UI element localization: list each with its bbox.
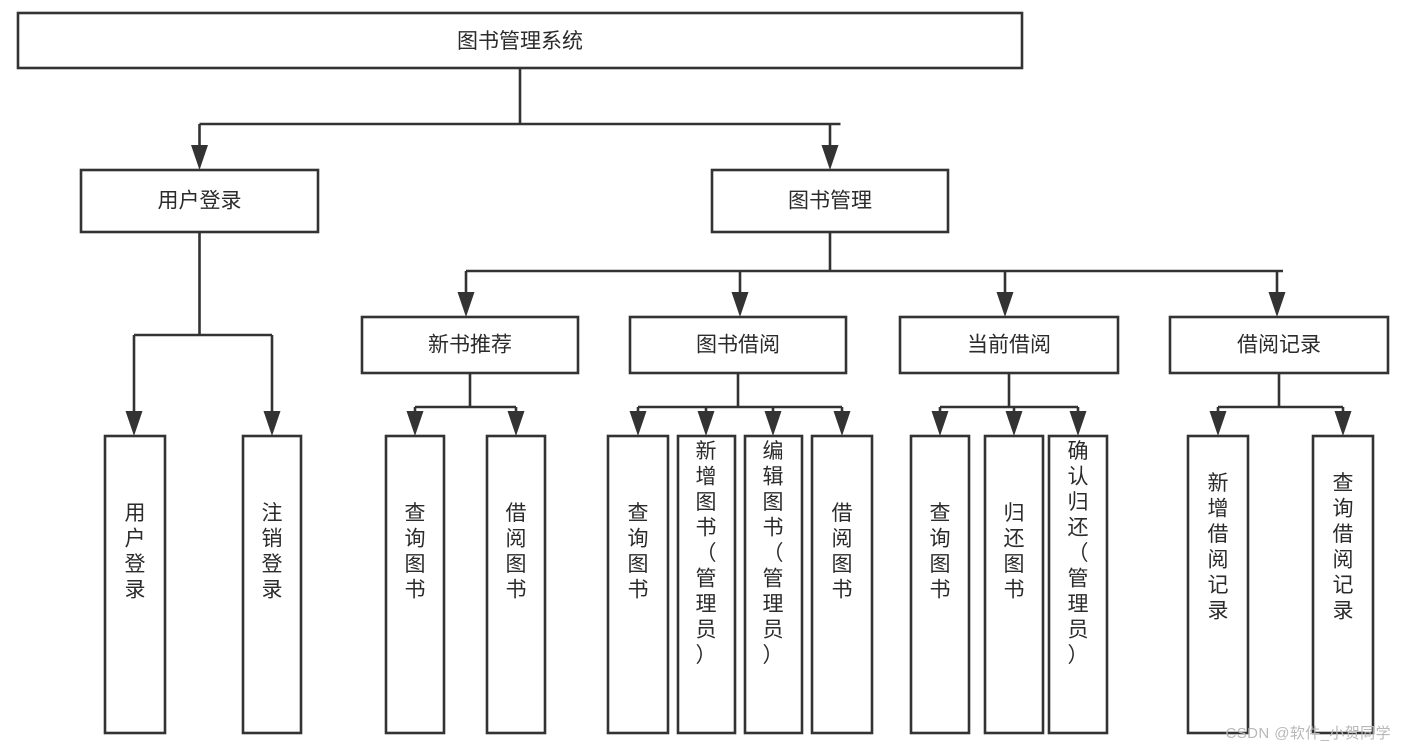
node-leaf-record-add[interactable]: 新增借阅记录: [1186, 434, 1250, 735]
arrow-head-record-to-leaf2: [1334, 411, 1352, 436]
node-leaf-new-query-book[interactable]: 查询图书: [384, 434, 446, 735]
arrow-head-user-to-leaf2: [263, 411, 281, 436]
node-leaf-user-logout-label: 注销登录: [262, 502, 283, 602]
node-leaf-borrow-lend-book-box[interactable]: [810, 434, 874, 735]
node-leaf-current-return-book[interactable]: 归还图书: [983, 434, 1045, 735]
arrow-head-book-to-current: [996, 292, 1014, 317]
arrow-head-book-to-borrow: [731, 292, 749, 317]
node-book-borrow-label: 图书借阅: [696, 334, 780, 357]
arrow-head-record-to-leaf1: [1209, 411, 1227, 436]
arrow-head-root-to-book: [821, 145, 839, 170]
arrow-head-borrow-to-leaf4: [833, 411, 851, 436]
node-root-label: 图书管理系统: [457, 30, 583, 53]
arrow-head-current-to-leaf3: [1069, 411, 1087, 436]
node-root-box[interactable]: [16, 11, 1024, 70]
node-user-login-module[interactable]: 用户登录: [79, 168, 320, 234]
node-root[interactable]: 图书管理系统: [16, 11, 1024, 70]
node-leaf-borrow-edit-book[interactable]: 编辑图书（管理员）: [743, 434, 804, 735]
node-book-borrow-box[interactable]: [628, 315, 848, 375]
node-leaf-borrow-query-book[interactable]: 查询图书: [606, 434, 670, 735]
node-leaf-current-query-book-label: 查询图书: [930, 502, 951, 602]
node-leaf-record-query-box[interactable]: [1311, 434, 1375, 735]
node-leaf-record-add-box[interactable]: [1186, 434, 1250, 735]
node-leaf-record-add-label: 新增借阅记录: [1208, 472, 1229, 623]
connector-layer: [125, 68, 1352, 436]
node-borrow-record-label: 借阅记录: [1237, 334, 1321, 357]
node-leaf-current-confirm-return[interactable]: 确认归还（管理员）: [1047, 434, 1109, 735]
node-leaf-current-confirm-return-label: 确认归还（管理员）: [1068, 440, 1089, 667]
node-leaf-current-confirm-return-box[interactable]: [1047, 434, 1109, 735]
arrow-head-current-to-leaf2: [1005, 411, 1023, 436]
node-current-borrow-label: 当前借阅: [967, 334, 1051, 357]
node-leaf-new-borrow-book-box[interactable]: [485, 434, 547, 735]
node-user-login-module-box[interactable]: [79, 168, 320, 234]
node-layer: 图书管理系统 用户登录 图书管理 新书推荐 图书借阅 当前借阅 借阅记录: [16, 11, 1390, 735]
node-leaf-user-login-box[interactable]: [103, 434, 167, 735]
node-leaf-borrow-add-book-label: 新增图书（管理员）: [696, 440, 717, 667]
node-current-borrow-box[interactable]: [898, 315, 1120, 375]
node-new-book-recommend-label: 新书推荐: [428, 334, 512, 357]
node-current-borrow[interactable]: 当前借阅: [898, 315, 1120, 375]
node-leaf-current-return-book-label: 归还图书: [1004, 502, 1025, 602]
node-new-book-recommend-box[interactable]: [360, 315, 580, 375]
node-book-management-module-label: 图书管理: [788, 190, 872, 213]
node-leaf-borrow-query-book-box[interactable]: [606, 434, 670, 735]
arrow-head-book-to-new: [457, 292, 475, 317]
arrow-head-root-to-user: [191, 145, 208, 170]
node-book-management-module[interactable]: 图书管理: [710, 168, 950, 234]
arrow-head-borrow-to-leaf1: [629, 411, 647, 436]
node-leaf-user-logout[interactable]: 注销登录: [241, 434, 303, 735]
node-user-login-module-label: 用户登录: [158, 190, 242, 213]
node-new-book-recommend[interactable]: 新书推荐: [360, 315, 580, 375]
arrow-head-current-to-leaf1: [931, 411, 949, 436]
node-leaf-borrow-query-book-label: 查询图书: [628, 502, 649, 602]
arrow-head-borrow-to-leaf3: [764, 411, 782, 436]
node-leaf-user-logout-box[interactable]: [241, 434, 303, 735]
arrow-head-new-to-leaf1: [406, 411, 424, 436]
node-leaf-borrow-add-book[interactable]: 新增图书（管理员）: [676, 434, 737, 735]
arrow-head-book-to-record: [1268, 292, 1286, 317]
arrow-head-borrow-to-leaf2: [697, 411, 715, 436]
node-leaf-new-borrow-book[interactable]: 借阅图书: [485, 434, 547, 735]
arrow-head-new-to-leaf2: [507, 411, 525, 436]
node-leaf-borrow-edit-book-box[interactable]: [743, 434, 804, 735]
node-leaf-current-return-book-box[interactable]: [983, 434, 1045, 735]
node-leaf-current-query-book[interactable]: 查询图书: [909, 434, 971, 735]
node-borrow-record[interactable]: 借阅记录: [1168, 315, 1390, 375]
node-leaf-new-query-book-label: 查询图书: [405, 502, 426, 602]
node-leaf-borrow-add-book-box[interactable]: [676, 434, 737, 735]
node-leaf-borrow-edit-book-label: 编辑图书（管理员）: [763, 440, 784, 667]
node-leaf-current-query-book-box[interactable]: [909, 434, 971, 735]
arrow-head-user-to-leaf1: [125, 411, 143, 436]
node-borrow-record-box[interactable]: [1168, 315, 1390, 375]
node-leaf-borrow-lend-book-label: 借阅图书: [832, 502, 853, 602]
node-leaf-new-borrow-book-label: 借阅图书: [506, 502, 527, 602]
node-leaf-new-query-book-box[interactable]: [384, 434, 446, 735]
node-leaf-borrow-lend-book[interactable]: 借阅图书: [810, 434, 874, 735]
node-book-borrow[interactable]: 图书借阅: [628, 315, 848, 375]
node-book-management-module-box[interactable]: [710, 168, 950, 234]
node-leaf-user-login[interactable]: 用户登录: [103, 434, 167, 735]
node-leaf-record-query[interactable]: 查询借阅记录: [1311, 434, 1375, 735]
node-leaf-user-login-label: 用户登录: [125, 502, 146, 602]
node-leaf-record-query-label: 查询借阅记录: [1333, 472, 1354, 623]
